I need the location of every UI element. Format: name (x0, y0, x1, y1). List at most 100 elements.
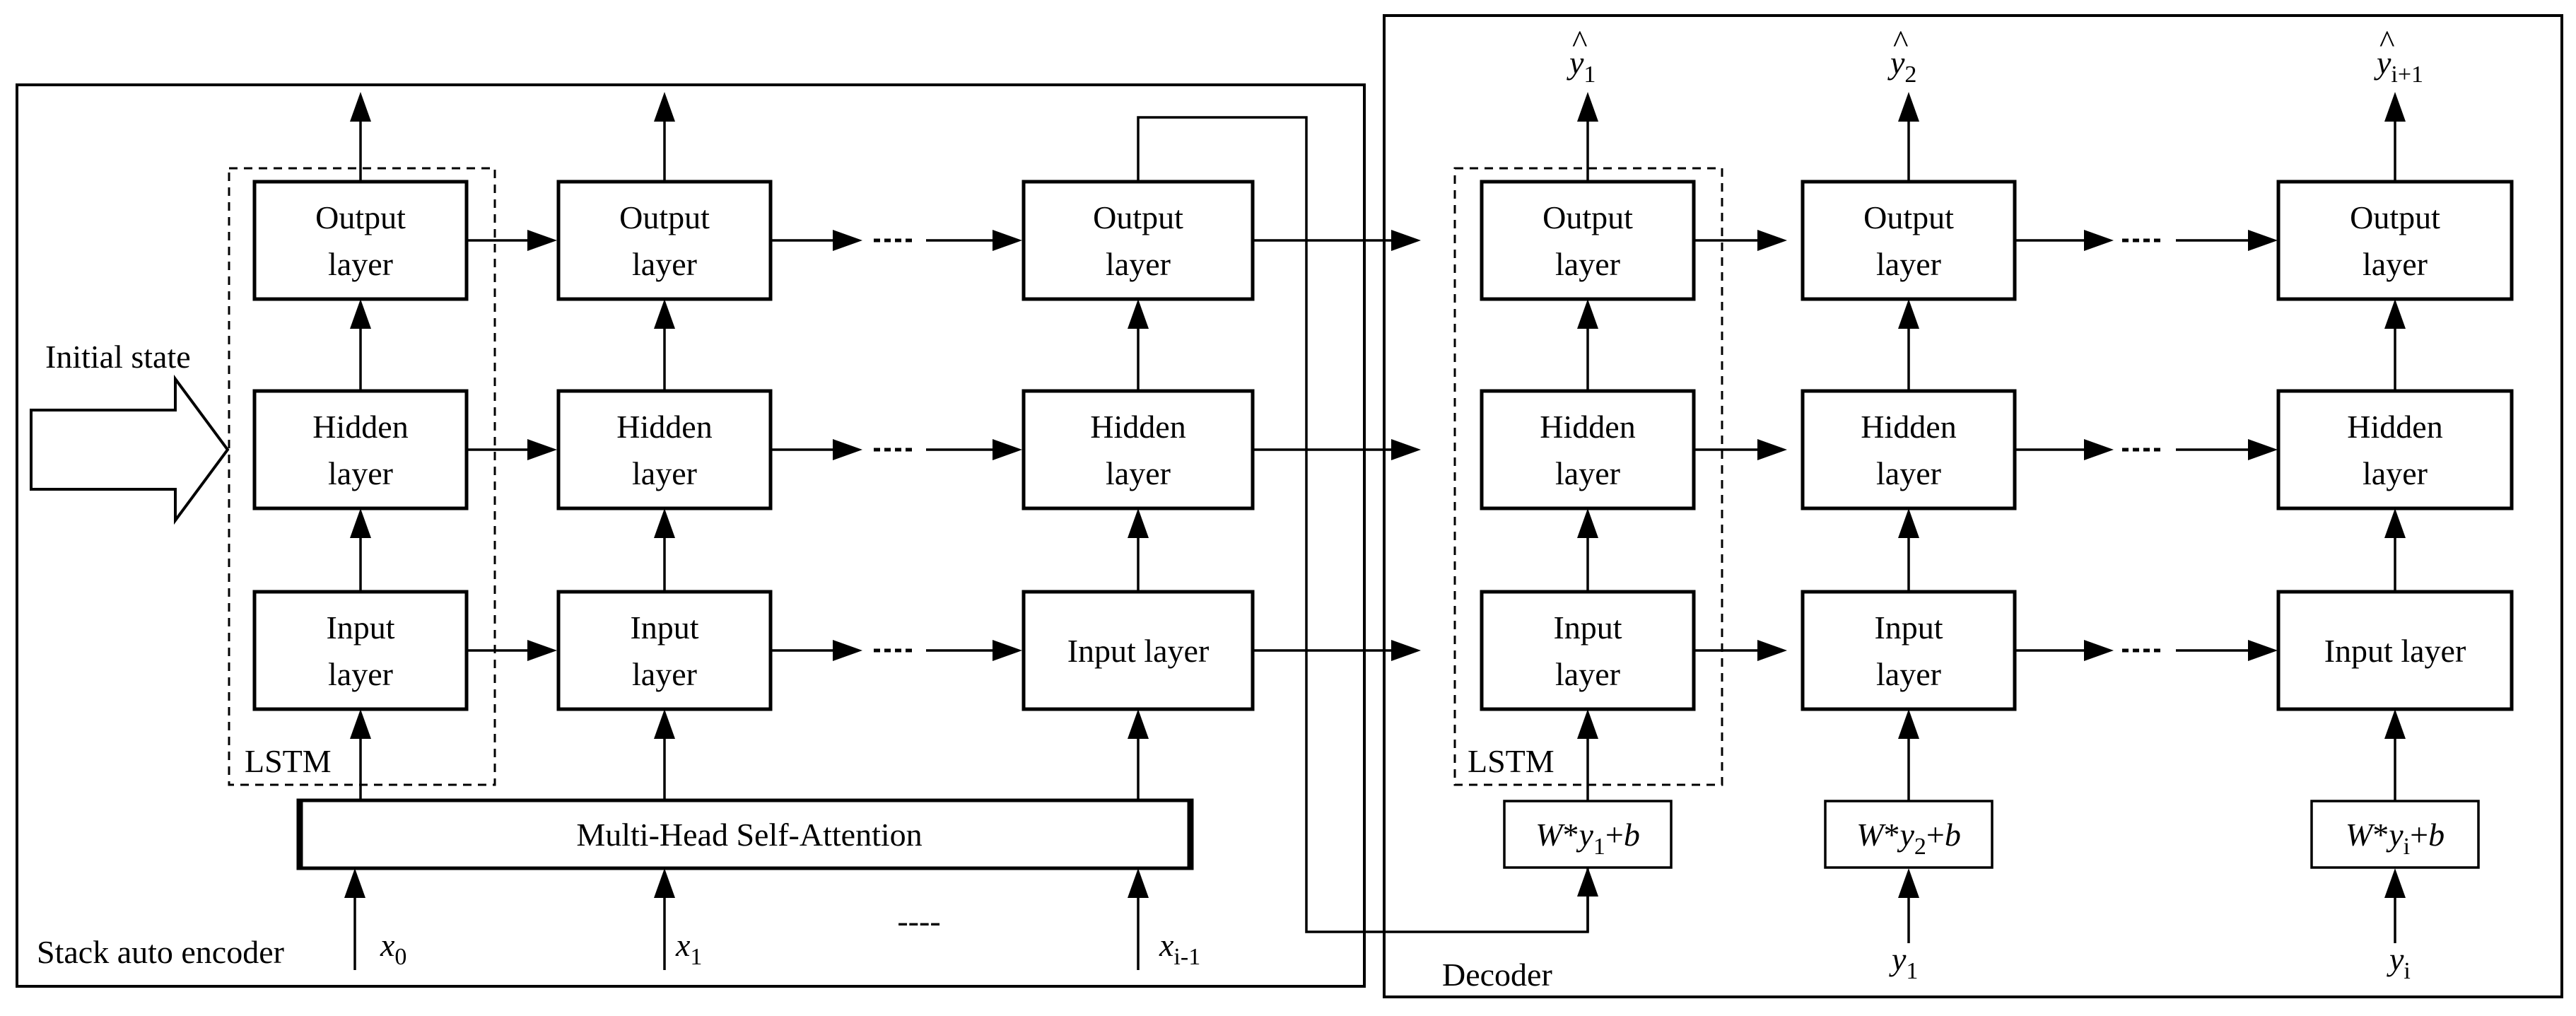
dec-input-y1: y1 (1889, 941, 1918, 984)
enc-arrow-hid-out-1-head (654, 299, 675, 329)
enc-hidden-layer-0-label-line: Hidden (312, 409, 408, 445)
dec-transform-0-label: W*y1+b (1535, 817, 1640, 860)
dec-input-yi-sub: i (2404, 958, 2410, 984)
dec-hidden-layer-2-label-line: Hidden (2347, 409, 2442, 445)
enc-output-layer-0-label: Output layer (315, 199, 406, 282)
dec-transform-1 (1824, 800, 1994, 869)
enc-dec-skip-arrow-head (1577, 867, 1598, 897)
dec-transform-1-b: b (1945, 817, 1961, 853)
dec-output-y-2-sub: i+1 (2391, 62, 2423, 88)
dec-transform-0-b: b (1624, 817, 1640, 853)
dec-transform-2 (2310, 800, 2480, 869)
input-x1-sub: 1 (690, 944, 702, 970)
decoder-frame (1383, 14, 2563, 998)
enc-hidden-layer-2-label-line: layer (1106, 455, 1171, 491)
input-xi-1-sub: i-1 (1173, 944, 1200, 970)
enc-h-inp-1b-head (993, 640, 1022, 661)
dec-hidden-layer-2 (2276, 389, 2514, 510)
dec-input-layer-2-label: Input layer (2324, 633, 2466, 669)
enc-arrow-attn-in-1-head (654, 709, 675, 739)
dec-output-y-0: y1 (1567, 45, 1596, 88)
enc-output-layer-2-label-line: Output (1093, 199, 1183, 235)
enc-input-layer-0-label-line: layer (328, 656, 393, 692)
enc-arrow-attn-in-0-head (350, 709, 371, 739)
enc-h-hid-1a-head (833, 439, 862, 460)
decoder-lstm-label: LSTM (1468, 743, 1555, 779)
dec-output-layer-1 (1801, 180, 2017, 301)
enc-dec-input-link-head (1391, 640, 1421, 661)
dec-output-layer-2-label-line: Output (2350, 199, 2440, 235)
dec-output-layer-1-label-line: Output (1863, 199, 1954, 235)
enc-h-hid-1b-head (993, 439, 1022, 460)
dec-output-layer-0-label-line: Output (1542, 199, 1633, 235)
dec-hidden-layer-0-label-line: layer (1555, 455, 1620, 491)
dec-input-yi: yi (2387, 941, 2411, 984)
enc-output-layer-0-label-line: layer (328, 246, 393, 282)
dec-transform-2-sub: i (2404, 834, 2410, 860)
dec-transform-2-b: b (2428, 817, 2445, 853)
dec-output-y-1-sub: 2 (1904, 62, 1916, 88)
dec-h-inp-1b-head (2248, 640, 2278, 661)
enc-output-layer-0 (252, 180, 469, 301)
enc-hidden-layer-2 (1021, 389, 1255, 510)
initial-state-arrow (30, 374, 230, 525)
enc-h-out-1a-head (833, 230, 862, 251)
dec-hidden-layer-0-label-line: Hidden (1540, 409, 1635, 445)
attention-label: Multi-Head Self-Attention (576, 817, 922, 853)
dec-transform-1-rest: + (1926, 817, 1945, 853)
dec-input-y1-sub: 1 (1906, 958, 1918, 984)
dec-yi-arrow-head (2384, 868, 2406, 898)
enc-h-inp-1a-head (833, 640, 862, 661)
dec-output-y-0-base: y (1567, 45, 1584, 81)
dec-output-layer-2-label-line: layer (2363, 246, 2428, 282)
encoder-frame (16, 83, 1366, 988)
enc-hidden-layer-2-label-line: Hidden (1090, 409, 1185, 445)
dec-h-inp-0-head (1757, 640, 1787, 661)
enc-dec-hidden-link-head (1391, 439, 1421, 460)
enc-hidden-layer-2-label: Hidden layer (1090, 409, 1185, 491)
dec-hidden-layer-1-label-line: Hidden (1861, 409, 1956, 445)
dec-output-y-2-base: y (2374, 45, 2391, 81)
dec-input-layer-1-label-line: layer (1876, 656, 1941, 692)
dec-hidden-layer-1-label-line: layer (1876, 455, 1941, 491)
dec-y1-arrow-head (1898, 868, 1919, 898)
enc-h-hid-0-head (527, 439, 557, 460)
dec-transform-1-sub: 2 (1914, 834, 1926, 860)
input-x0-base: x (380, 927, 395, 963)
enc-output-layer-0-label-line: Output (315, 199, 406, 235)
input-x1: x1 (675, 927, 702, 970)
dec-input-layer-1 (1801, 590, 2017, 711)
dec-input-layer-0-label-line: layer (1555, 656, 1620, 692)
enc-input-layer-0 (252, 590, 469, 711)
enc-arrow-hid-out-2-head (1128, 299, 1149, 329)
enc-arrow-in-hid-0-head (350, 508, 371, 538)
dec-transform-0-w: W (1535, 817, 1565, 853)
encoder-lstm-group (228, 167, 496, 786)
dec-arrow-in-hid-1-head (1898, 508, 1919, 538)
dec-arrow-out-up-0-head (1577, 92, 1598, 122)
dec-output-y-0-sub: 1 (1583, 62, 1596, 88)
dec-transform-2-star: * (2372, 817, 2389, 853)
dec-arrow-hid-out-1-head (1898, 299, 1919, 329)
enc-arrow-out-up-1-head (654, 92, 675, 122)
dec-arrow-out-up-2-head (2384, 92, 2406, 122)
dec-input-y1-base: y (1889, 941, 1907, 977)
dec-output-y-2-hat: ^ (2379, 23, 2394, 59)
enc-x1-arrow-head (654, 868, 675, 898)
enc-arrow-attn-in-2-head (1128, 709, 1149, 739)
enc-input-layer-1-label-line: Input (630, 609, 698, 646)
enc-h-out-0-head (527, 230, 557, 251)
enc-h-out-1b-head (993, 230, 1022, 251)
dec-transform-2-label: W*yi+b (2346, 817, 2445, 860)
dec-output-layer-2-label: Output layer (2350, 199, 2440, 282)
enc-hidden-layer-0 (252, 389, 469, 510)
dec-transform-0-star: * (1562, 817, 1579, 853)
encoder-frame-label: Stack auto encoder (37, 934, 284, 970)
